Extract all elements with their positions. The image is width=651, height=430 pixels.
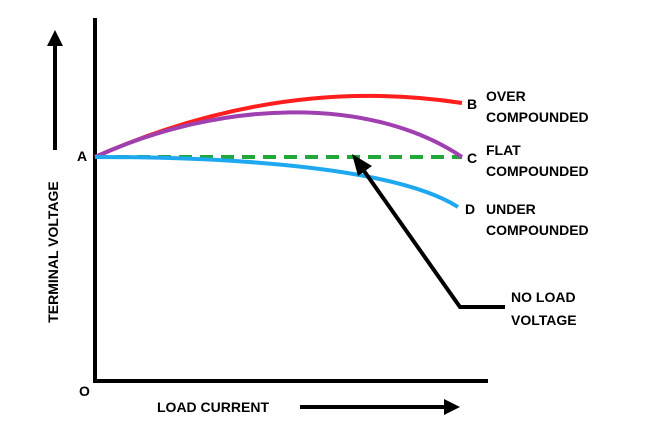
no-load-pointer-head (352, 154, 372, 176)
over-compounded-curve (94, 93, 463, 159)
x-axis-arrow-head (444, 399, 460, 415)
point-a-label: A (77, 148, 87, 164)
y-axis-arrow-head (47, 30, 63, 46)
y-axis-label: TERMINAL VOLTAGE (45, 181, 61, 323)
no-load-pointer-line (360, 166, 505, 309)
flat-compounded-curve (94, 110, 464, 159)
x-axis-label: LOAD CURRENT (157, 399, 269, 415)
no-load-voltage-label-line2: VOLTAGE (511, 312, 577, 328)
flat-compounded-label-line1: FLAT (486, 142, 521, 158)
point-d-label: D (465, 201, 475, 217)
under-compounded-label-line2: COMPOUNDED (486, 222, 589, 238)
over-compounded-label-line2: COMPOUNDED (486, 109, 589, 125)
flat-compounded-label-line2: COMPOUNDED (486, 163, 589, 179)
origin-label: O (79, 383, 90, 399)
over-compounded-label-line1: OVER (486, 88, 526, 104)
under-compounded-curve (94, 155, 460, 209)
point-b-label: B (467, 96, 477, 112)
no-load-voltage-label-line1: NO LOAD (511, 289, 576, 305)
under-compounded-label-line1: UNDER (486, 201, 536, 217)
point-c-label: C (467, 150, 477, 166)
